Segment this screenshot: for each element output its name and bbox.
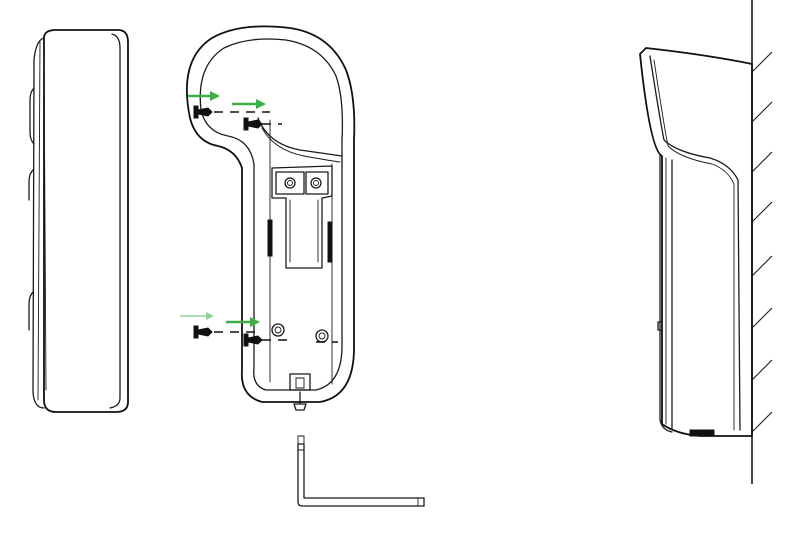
arrow-icon xyxy=(250,317,260,327)
mounting-bracket xyxy=(186,25,356,411)
arrow-bottom-1 xyxy=(180,312,214,320)
screw-bottom-right xyxy=(243,333,263,347)
arrow-bottom-2 xyxy=(226,317,260,327)
bracket-hole-left xyxy=(284,177,296,189)
screw-top-left xyxy=(193,105,213,119)
arrow-icon xyxy=(210,91,220,101)
screw-icon xyxy=(243,333,249,347)
screw-icon xyxy=(197,107,213,117)
arrow-icon xyxy=(256,99,266,109)
screw-icon xyxy=(243,117,249,131)
doorbell-unit xyxy=(28,29,129,413)
screw-top-right xyxy=(243,117,263,131)
bracket-hole-right xyxy=(310,177,322,189)
screw-icon xyxy=(193,325,199,339)
allen-key-icon xyxy=(297,435,305,445)
arrow-icon xyxy=(206,312,214,320)
arrow-top-2 xyxy=(232,99,266,109)
wall-hatch-icon xyxy=(751,51,773,433)
wall xyxy=(751,0,773,484)
arrow-top-1 xyxy=(188,91,220,101)
mounted-side-view xyxy=(639,47,753,437)
screw-bottom-left xyxy=(193,325,213,339)
allen-key xyxy=(297,435,425,507)
